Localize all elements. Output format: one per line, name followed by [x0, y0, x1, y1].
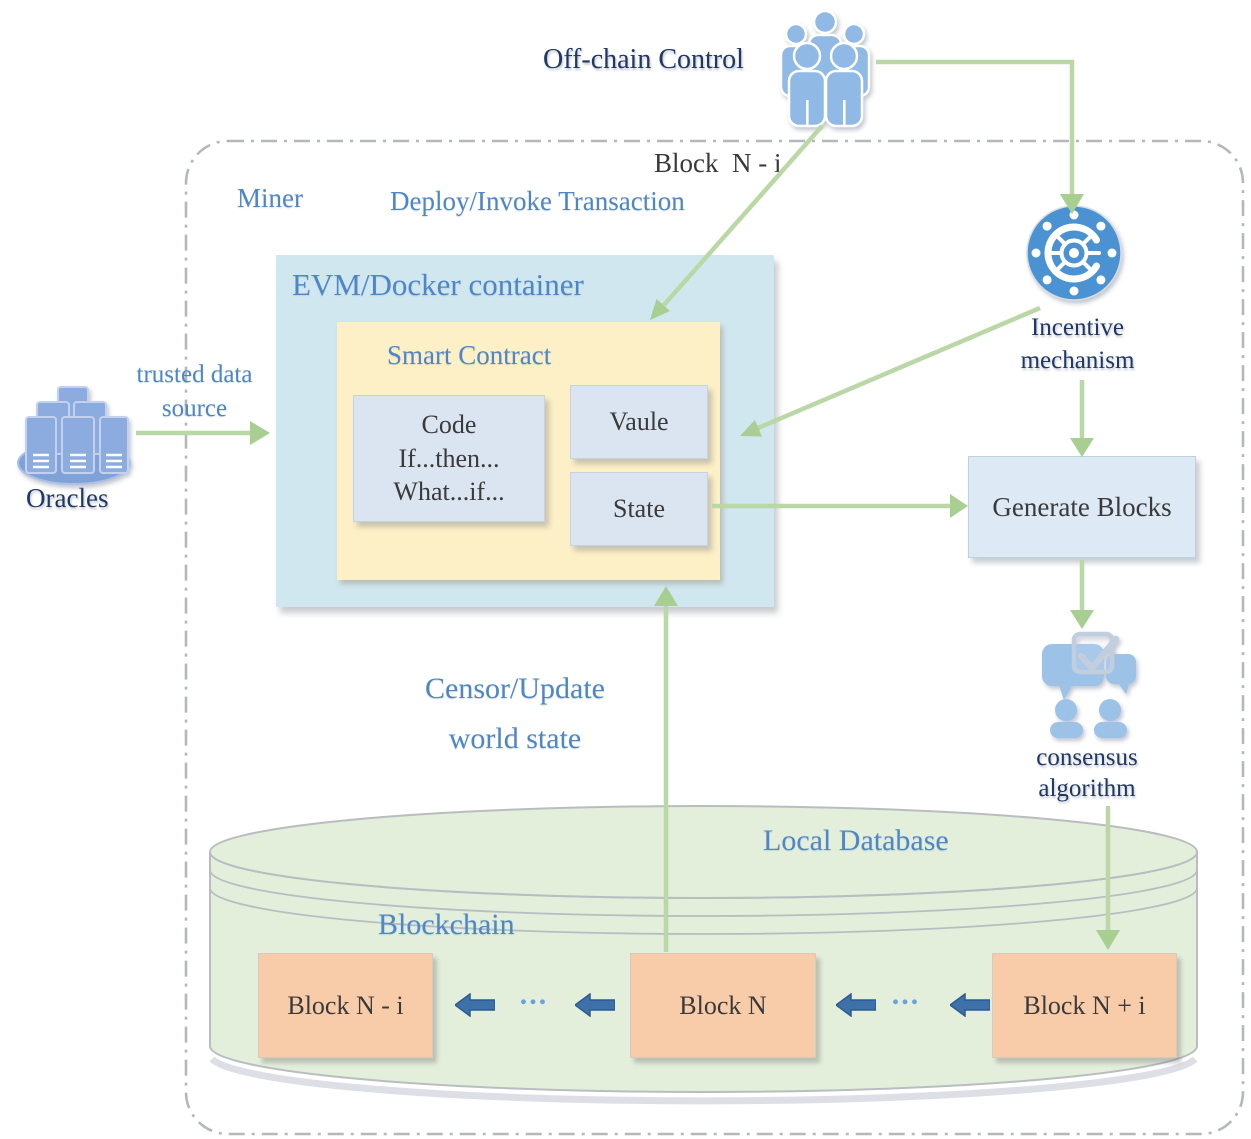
generate-blocks-label: Generate Blocks [992, 491, 1172, 522]
block-n-minus-i-box: Block N - i [258, 953, 433, 1058]
deploy-invoke-label: Deploy/Invoke Transaction [390, 186, 685, 216]
block-n-plus-i-box: Block N + i [992, 953, 1177, 1058]
vaule-box: Vaule [570, 385, 708, 459]
censor-update-label: Censor/Update world state [400, 664, 630, 763]
chain-arrow-icon [836, 993, 876, 1017]
trusted-line-2: source [161, 394, 228, 422]
consensus-line-1: consensus [1036, 744, 1138, 771]
state-label: State [613, 494, 665, 523]
blockchain-label: Blockchain [378, 908, 515, 941]
block-n-minus-i-label: Block N - i [287, 990, 404, 1020]
chain-ellipsis: ... [519, 978, 549, 1011]
block-transfer-label: Block N - i [654, 148, 782, 178]
chain-arrow-icon [950, 993, 990, 1017]
oracles-servers-icon [17, 386, 131, 485]
censor-line-2: world state [448, 721, 582, 755]
people-group-icon [779, 9, 871, 128]
code-line-2: If...then... [398, 443, 500, 473]
chain-ellipsis: ... [891, 978, 921, 1011]
consensus-line-2: algorithm [1038, 775, 1136, 803]
incentive-mechanism-label: Incentive mechanism [1005, 312, 1150, 377]
censor-line-1: Censor/Update [425, 672, 605, 705]
consensus-algorithm-label: consensus algorithm [1018, 742, 1156, 805]
code-line-1: Code [421, 409, 477, 439]
block-n-box: Block N [630, 953, 816, 1058]
trusted-line-1: trusted data [136, 361, 253, 388]
incentive-line-1: Incentive [1030, 314, 1124, 341]
evm-title: EVM/Docker container [292, 267, 584, 302]
vaule-label: Vaule [609, 407, 669, 436]
generate-blocks-box: Generate Blocks [968, 456, 1196, 558]
trusted-data-source-label: trusted data source [122, 358, 267, 426]
chain-arrow-icon [575, 993, 615, 1017]
incentive-mechanism-icon [1026, 205, 1122, 301]
oracles-label: Oracles [26, 483, 109, 513]
code-box: Code If...then... What...if... [353, 395, 545, 522]
incentive-line-2: mechanism [1020, 346, 1135, 374]
consensus-people-icon [1042, 631, 1136, 738]
state-box: State [570, 472, 708, 546]
off-chain-control-label: Off-chain Control [543, 44, 744, 75]
chain-arrow-icon [455, 993, 495, 1017]
local-database-label: Local Database [763, 824, 949, 857]
miner-label: Miner [237, 183, 303, 213]
smart-contract-title: Smart Contract [387, 340, 552, 370]
block-n-plus-i-label: Block N + i [1023, 990, 1146, 1020]
block-n-label: Block N [679, 990, 767, 1020]
code-line-3: What...if... [393, 477, 505, 507]
